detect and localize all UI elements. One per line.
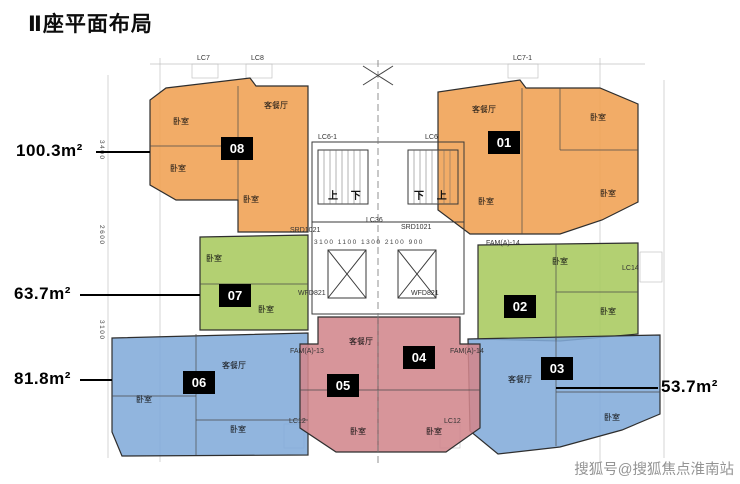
unit-01-region: [437, 79, 639, 235]
unit-06-region: [111, 332, 309, 457]
unit-regions: [111, 77, 661, 457]
core-outline: [311, 141, 465, 315]
leader-line-100-3: [96, 151, 150, 153]
leader-line-53-7: [556, 387, 658, 389]
unit-badge-05: 05: [327, 374, 359, 397]
stair-left: [317, 149, 369, 205]
watermark: 搜狐号@搜狐焦点淮南站: [574, 462, 734, 478]
area-label-53-7: 53.7m²: [661, 377, 718, 396]
unit-badge-06: 06: [183, 371, 215, 394]
stair-right: [407, 149, 459, 205]
page-title: Ⅱ座平面布局: [28, 13, 153, 36]
leader-line-63-7: [80, 294, 200, 296]
unit-03-region: [467, 334, 661, 455]
unit-07-region: [199, 234, 309, 331]
unit-badge-03: 03: [541, 357, 573, 380]
unit-badge-01: 01: [488, 131, 520, 154]
unit-badge-07: 07: [219, 284, 251, 307]
stair-treads: [323, 150, 451, 204]
unit-badge-02: 02: [504, 295, 536, 318]
axis-cross-symbol: [362, 65, 394, 86]
area-label-100-3: 100.3m²: [16, 141, 83, 160]
elevator-left: [327, 249, 367, 299]
leader-line-81-8: [80, 379, 112, 381]
unit-badge-08: 08: [221, 137, 253, 160]
area-label-63-7: 63.7m²: [14, 284, 71, 303]
unit-04-05-region: [299, 316, 481, 453]
area-label-81-8: 81.8m²: [14, 369, 71, 388]
unit-badge-04: 04: [403, 346, 435, 369]
elevator-right: [397, 249, 437, 299]
